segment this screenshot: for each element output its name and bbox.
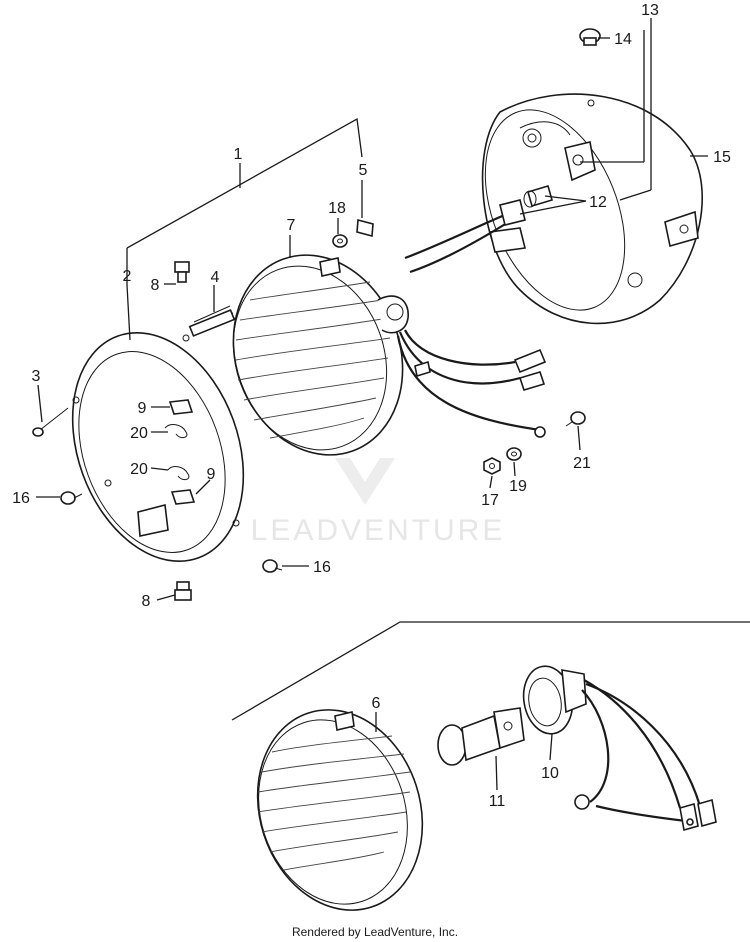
sealed-beam-unit (232, 254, 409, 456)
callout-17: 17 (481, 492, 499, 509)
clip-9-lower (170, 489, 196, 505)
callout-12: 12 (589, 194, 607, 211)
callout-16-lower: 16 (313, 559, 331, 576)
socket-12 (523, 185, 553, 208)
bolt-21 (565, 411, 586, 427)
nut-17 (483, 457, 501, 475)
callout-10: 10 (541, 765, 559, 782)
callout-9-lower: 9 (207, 466, 216, 483)
spring-20-lower (167, 466, 190, 481)
bulb-11 (437, 707, 525, 766)
callout-21: 21 (573, 455, 591, 472)
clip-9-upper (168, 399, 194, 415)
headlight-rim (71, 331, 245, 563)
spring-4 (188, 305, 236, 337)
callout-13: 13 (641, 2, 659, 19)
callout-8-upper: 8 (151, 277, 160, 294)
headlight-case (481, 93, 703, 325)
screw-8-lower (174, 581, 192, 601)
callout-9-upper: 9 (138, 400, 147, 417)
leader-lines (36, 18, 708, 791)
callout-3: 3 (32, 368, 41, 385)
callout-2: 2 (123, 268, 132, 285)
leadventure-watermark: LEADVENTURE (251, 458, 506, 547)
callout-11: 11 (489, 793, 506, 810)
cap-14 (579, 28, 601, 46)
nut-5 (356, 218, 374, 238)
screw-3 (32, 407, 69, 437)
socket-10 (522, 665, 587, 735)
lens-unit-6 (256, 709, 424, 911)
callout-14: 14 (614, 31, 632, 48)
callout-20-lower: 20 (130, 461, 148, 478)
callout-1: 1 (234, 146, 243, 163)
screw-8-upper (174, 261, 190, 283)
callout-4: 4 (211, 269, 220, 286)
render-credit: Rendered by LeadVenture, Inc. (292, 925, 458, 939)
callout-16-left: 16 (12, 490, 30, 507)
callout-labels: 1 2 3 4 5 6 7 8 8 9 9 10 11 12 13 14 15 … (12, 2, 731, 810)
callout-6: 6 (372, 695, 381, 712)
spring-20-upper (164, 424, 188, 439)
screw-16-lower (262, 559, 283, 573)
callout-18: 18 (328, 200, 346, 217)
washer-18 (332, 234, 348, 248)
callout-20-upper: 20 (130, 425, 148, 442)
callout-19: 19 (509, 478, 527, 495)
screw-16-left (60, 491, 83, 505)
callout-7: 7 (287, 217, 296, 234)
callout-8-lower: 8 (142, 593, 151, 610)
callout-5: 5 (359, 162, 368, 179)
watermark-text: LEADVENTURE (251, 514, 506, 547)
callout-15: 15 (713, 149, 731, 166)
washer-19 (506, 447, 522, 461)
